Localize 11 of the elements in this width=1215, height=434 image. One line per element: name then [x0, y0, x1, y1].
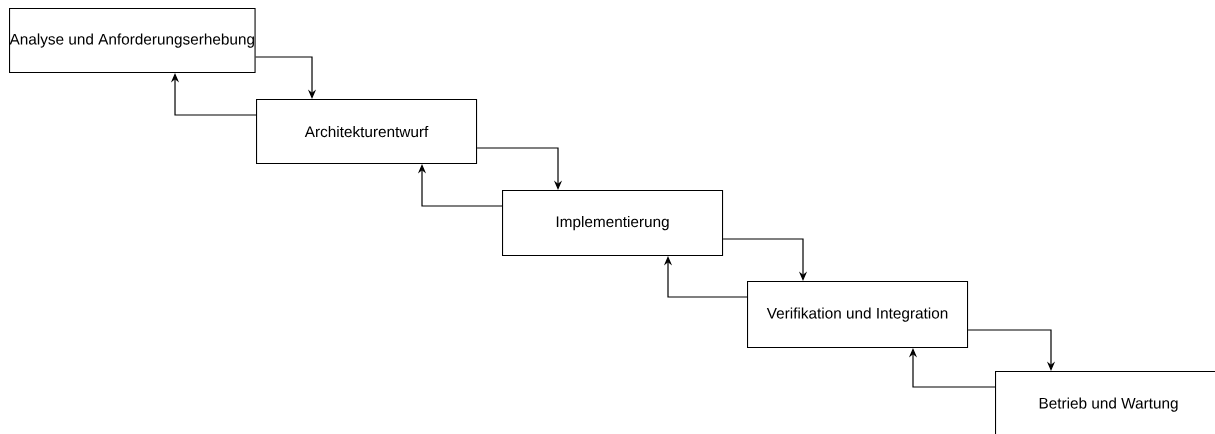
process-box: Architekturentwurf: [256, 99, 478, 165]
process-box: Betrieb und Wartung: [995, 371, 1215, 434]
process-box: Analyse und Anforderungserhebung: [9, 8, 256, 74]
arrow: [908, 348, 996, 388]
arrow: [255, 56, 317, 99]
arrow: [967, 329, 1056, 371]
process-box: Verifikation und Integration: [747, 281, 969, 349]
process-box: Implementierung: [502, 190, 724, 257]
arrow: [476, 147, 563, 190]
arrow: [663, 256, 748, 298]
arrow: [722, 238, 808, 281]
